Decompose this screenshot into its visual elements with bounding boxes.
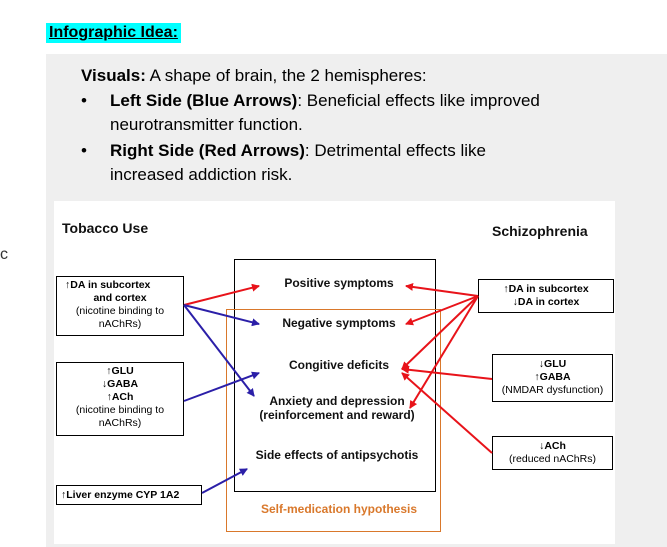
- bullet-right-rest: : Detrimental effects like: [304, 141, 486, 160]
- cognitive-deficits: Congitive deficits: [288, 358, 389, 372]
- box-line: ↓DA in cortex: [512, 296, 580, 308]
- negative-symptoms: Negative symptoms: [282, 316, 396, 330]
- bullet-right-text: Right Side (Red Arrows): Detrimental eff…: [110, 139, 486, 163]
- box-line: ↓ACh: [539, 440, 566, 452]
- blue-arrow: [201, 468, 248, 494]
- visuals-text: A shape of brain, the 2 hemispheres:: [145, 66, 427, 85]
- bullet-left-rest: : Beneficial effects like improved: [297, 91, 540, 110]
- box-line: (nicotine binding to: [75, 404, 165, 416]
- bullet-right: •: [81, 139, 87, 163]
- anxiety-depression: Anxiety and depression: [269, 394, 405, 408]
- effects-box: [234, 259, 436, 492]
- blue-arrow: [183, 304, 255, 397]
- box-line: ↑ACh: [106, 391, 134, 403]
- box-line: ↑DA in subcortex: [65, 279, 151, 291]
- page-title: Infographic Idea:: [46, 23, 181, 43]
- red-arrow: [401, 372, 493, 454]
- diagram-arrows: [183, 283, 493, 494]
- schizophrenia-ach-box: ↓ACh (reduced nAChRs): [492, 436, 613, 470]
- blue-arrow: [183, 371, 260, 402]
- tobacco-da-box: ↑DA in subcortex and cortex (nicotine bi…: [56, 276, 184, 336]
- box-line: ↓GLU: [538, 358, 567, 370]
- bullet-right-line2: increased addiction risk.: [110, 165, 293, 184]
- tobacco-use-title: Tobacco Use: [62, 220, 149, 236]
- blue-arrow: [183, 304, 260, 327]
- schizophrenia-da-box: ↑DA in subcortex ↓DA in cortex: [478, 279, 614, 313]
- box-line: ↑GLU: [106, 365, 134, 377]
- bullet-left-bold: Left Side (Blue Arrows): [110, 91, 298, 110]
- schizophrenia-title: Schizophrenia: [492, 223, 588, 239]
- bullet-left: •: [81, 89, 87, 113]
- red-arrow: [183, 283, 260, 306]
- diagram-image: Tobacco Use Schizophrenia Positive sympt…: [54, 201, 615, 544]
- tobacco-liver-box: ↑Liver enzyme CYP 1A2: [56, 485, 202, 505]
- visuals-label: Visuals:: [81, 66, 146, 85]
- reinforcement-reward: (reinforcement and reward): [259, 408, 415, 422]
- schizophrenia-glu-box: ↓GLU ↑GABA (NMDAR dysfunction): [492, 354, 613, 402]
- box-line: ↓GABA: [101, 378, 139, 390]
- red-arrow: [401, 365, 493, 380]
- box-line: nAChRs): [98, 417, 142, 429]
- bullet-left-line2: neurotransmitter function.: [110, 115, 303, 134]
- red-arrow: [401, 295, 479, 370]
- box-line: and cortex: [93, 292, 147, 304]
- antipsychotic-side-effects: Side effects of antipsychotis: [255, 448, 419, 462]
- box-line: ↑DA in subcortex: [503, 283, 589, 295]
- box-line: (reduced nAChRs): [509, 453, 596, 465]
- box-line: (nicotine binding to: [75, 305, 165, 317]
- red-arrow: [405, 283, 479, 297]
- box-line: ↑GABA: [534, 371, 571, 383]
- cropped-text-fragment: c: [0, 246, 8, 263]
- box-line: (NMDAR dysfunction): [501, 384, 604, 396]
- bullet-dot: •: [81, 141, 87, 160]
- box-line: ↑Liver enzyme CYP 1A2: [61, 489, 180, 501]
- hypothesis-label: Self-medication hypothesis: [260, 502, 418, 516]
- self-medication-box: [226, 309, 441, 532]
- bullet-right-bold: Right Side (Red Arrows): [110, 141, 305, 160]
- red-arrow: [405, 295, 479, 326]
- tobacco-glu-box: ↑GLU ↓GABA ↑ACh (nicotine binding to nAC…: [56, 362, 184, 436]
- positive-symptoms: Positive symptoms: [284, 276, 394, 290]
- bullet-left-text: Left Side (Blue Arrows): Beneficial effe…: [110, 89, 540, 113]
- bullet-dot: •: [81, 91, 87, 110]
- visuals-line: Visuals: A shape of brain, the 2 hemisph…: [81, 64, 427, 88]
- box-line: nAChRs): [98, 318, 142, 330]
